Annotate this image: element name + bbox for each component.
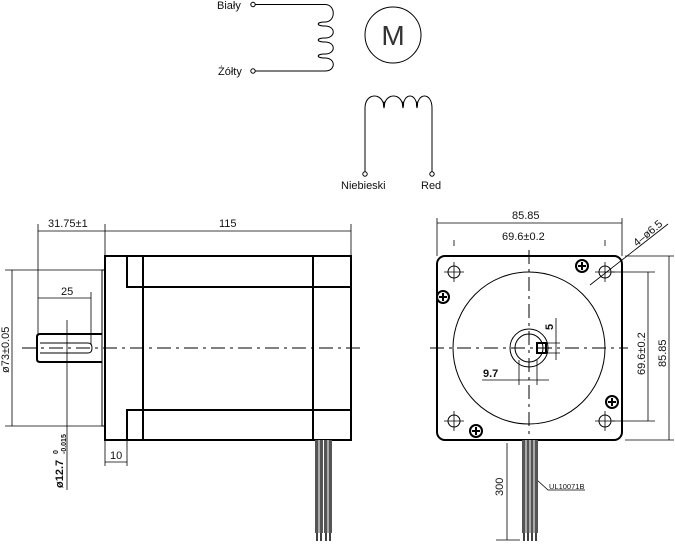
lead-wires [315,440,332,541]
dim-holes: 4–ø6.5 [631,218,665,249]
motor-symbol-letter: M [381,20,404,51]
dim-flange-diameter: ø73±0.05 [0,327,12,373]
screw-icon [436,290,450,304]
coil-a [255,4,334,72]
shaft [36,333,102,363]
dim-key-length: 25 [61,286,73,298]
dim-body-length: 115 [219,218,237,230]
dim-key-width: 5 [544,324,556,330]
wiring-schematic: Biały Żółty M Niebieski Red [217,0,441,192]
screw-icon [605,395,619,409]
side-dimension-lines [5,224,352,490]
wire-spec: UL10071B [549,482,584,491]
dim-shaft-tol-upper: 0 [53,450,60,454]
mounting-holes [444,262,615,431]
coil-b [364,95,433,172]
dim-flat: 9.7 [483,368,498,380]
dim-shaft-diameter-group: ø12.7 0 -0.015 [53,434,68,488]
dim-cap-thickness: 10 [110,450,122,462]
terminal-icon [429,171,435,177]
dim-hole-spacing-h: 69.6±0.2 [502,231,545,243]
screw-icon [469,424,483,438]
front-view: 85.85 69.6±0.2 69.6±0.2 85.85 4–ø6.5 5 9… [430,210,674,541]
side-view: 31.75±1 115 25 ø73±0.05 ø12.7 0 -0.015 1… [0,218,362,541]
terminal-icon [362,171,368,177]
screw-icon [575,259,589,273]
coil-b-label-2: Red [421,180,441,192]
dim-height: 85.85 [657,339,669,367]
dim-hole-spacing-v: 69.6±0.2 [636,332,648,375]
coil-a-label-2: Żółty [218,65,242,78]
shaft-keyway [40,342,93,354]
terminal-icon [250,1,256,8]
screw-icons [436,259,619,438]
pilot-circle [452,271,606,425]
dim-shaft-diameter: ø12.7 [54,460,66,488]
front-dimension-lines [436,218,674,541]
dim-shaft-length: 31.75±1 [48,218,88,230]
dim-shaft-tol-lower: -0.015 [61,434,68,454]
lead-wires-front [522,440,538,541]
coil-b-label-1: Niebieski [341,180,386,192]
terminal-icon [250,68,256,74]
dim-width: 85.85 [512,210,540,222]
dim-lead-length: 300 [494,478,506,496]
coil-a-label-1: Biały [217,0,241,12]
motor-symbol-circle [364,6,422,64]
